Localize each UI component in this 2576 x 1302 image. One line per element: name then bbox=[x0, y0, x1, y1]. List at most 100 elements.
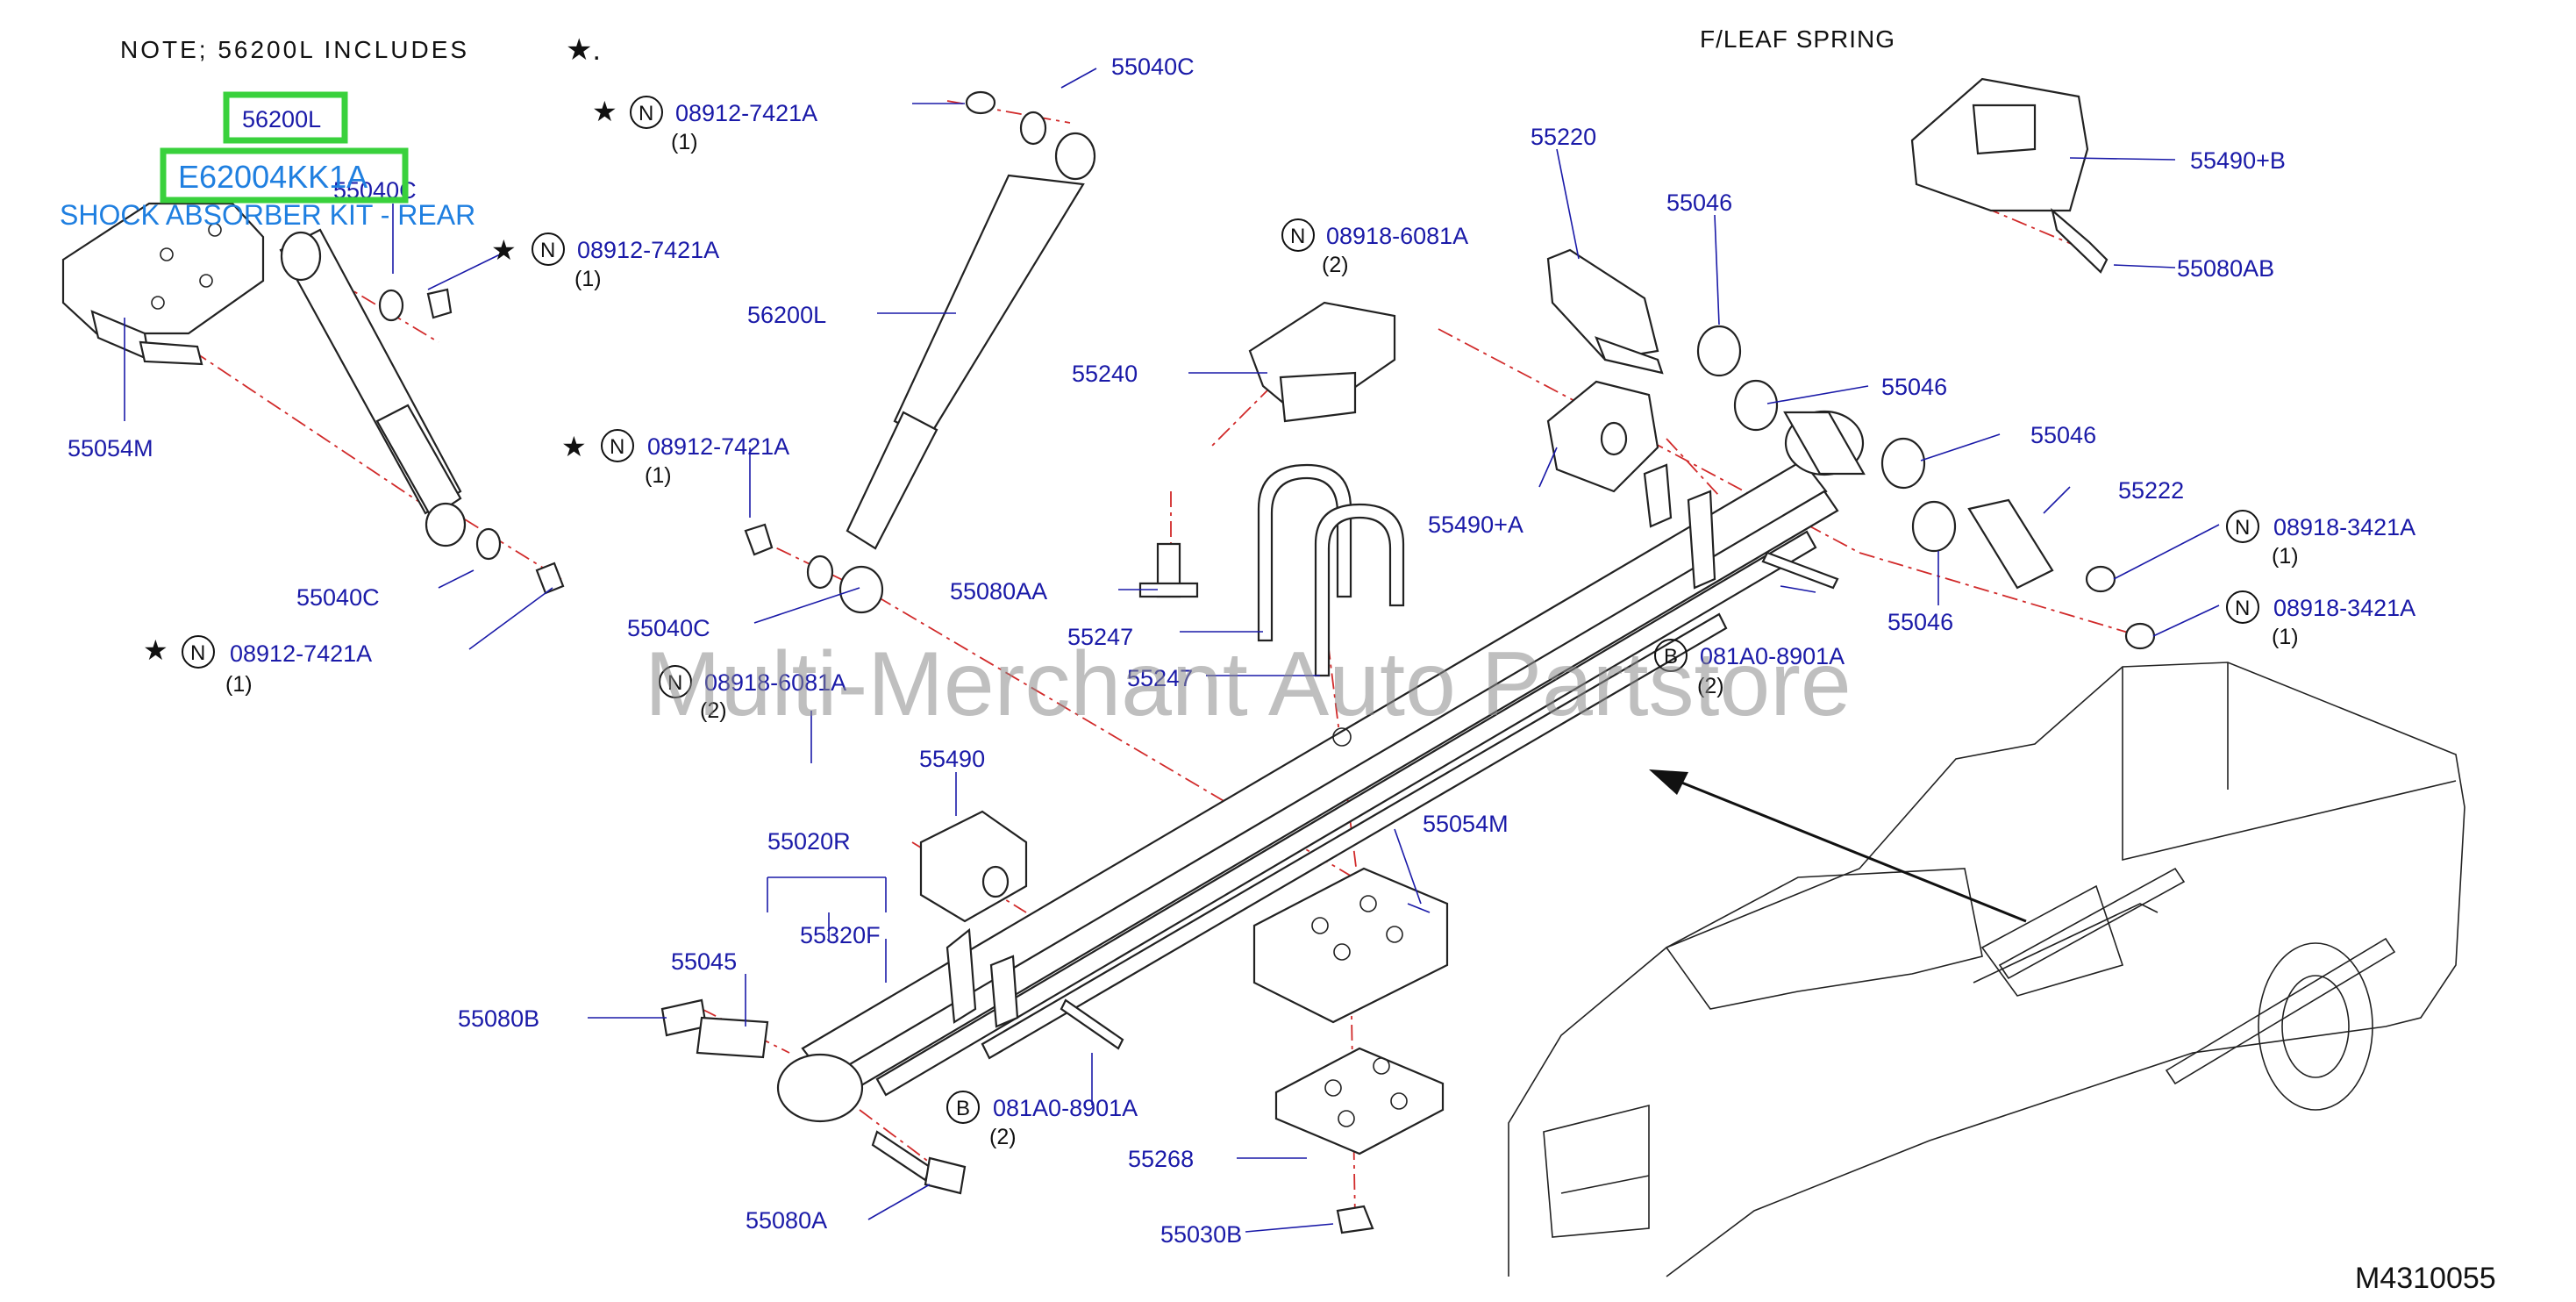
bump-stopper-55490 bbox=[919, 810, 1028, 923]
nut-symbol-icon bbox=[2226, 590, 2259, 624]
leader-lines bbox=[124, 68, 2220, 1233]
label-55222: 55222 bbox=[2118, 477, 2184, 504]
label-55054m-a: 55054M bbox=[68, 435, 153, 461]
spring-seat-55054m bbox=[1252, 867, 1449, 1024]
label-55490b: 55490+B bbox=[2190, 147, 2286, 174]
label-55247-b: 55247 bbox=[1127, 665, 1193, 691]
bracket-55240 bbox=[1248, 301, 1396, 423]
location-arrow bbox=[1649, 769, 2027, 923]
watermark-text: Multi-Merchant Auto Partstore bbox=[645, 633, 1852, 735]
bracket-55490b bbox=[1910, 77, 2109, 274]
bolt-symbol-icon bbox=[946, 1091, 980, 1124]
label-081a0-a-qty: (2) bbox=[989, 1125, 1017, 1149]
nut-symbol-letter: N bbox=[610, 435, 624, 459]
nut-symbol-icon bbox=[182, 635, 215, 669]
label-08918-c-qty: (1) bbox=[2272, 544, 2299, 569]
nut-symbol-icon bbox=[532, 232, 565, 266]
u-bolts bbox=[1257, 463, 1405, 677]
highlight-kit-name[interactable]: SHOCK ABSORBER KIT - REAR bbox=[60, 199, 475, 231]
nut-symbol-letter: N bbox=[540, 239, 555, 262]
label-56200l: 56200L bbox=[747, 302, 826, 328]
label-081a0-b-qty: (2) bbox=[1697, 674, 1724, 698]
label-55490: 55490 bbox=[919, 746, 985, 772]
label-08912-b-qty: (1) bbox=[574, 267, 602, 291]
nut-symbol-letter: N bbox=[639, 102, 653, 125]
label-08912-c-qty: (1) bbox=[671, 130, 698, 154]
leaf-spring-assembly bbox=[776, 410, 1866, 1123]
label-55080aa: 55080AA bbox=[950, 578, 1047, 604]
shock-absorber-left bbox=[279, 228, 565, 595]
note-star-icon: ★. bbox=[566, 33, 601, 67]
label-08912-d: 08912-7421A bbox=[647, 433, 789, 460]
label-55040c-c: 55040C bbox=[1111, 54, 1195, 80]
label-55046-a: 55046 bbox=[1666, 190, 1732, 216]
label-55020r: 55020R bbox=[767, 828, 851, 855]
label-08918-c: 08918-3421A bbox=[2273, 514, 2415, 540]
label-55268: 55268 bbox=[1128, 1146, 1194, 1172]
fasteners bbox=[660, 542, 1839, 1234]
label-55220: 55220 bbox=[1531, 124, 1596, 150]
label-55040c-b: 55040C bbox=[296, 584, 380, 611]
label-08918-a: 08918-6081A bbox=[704, 669, 846, 696]
label-55490a: 55490+A bbox=[1428, 512, 1523, 538]
bump-stopper-55490a bbox=[1546, 380, 1659, 493]
label-55080b: 55080B bbox=[458, 1005, 539, 1032]
label-081a0-b: 081A0-8901A bbox=[1700, 643, 1845, 669]
label-55046-b: 55046 bbox=[1881, 374, 1947, 400]
bolt-symbol-letter: B bbox=[956, 1097, 970, 1120]
star-icon: ★ bbox=[561, 431, 587, 462]
star-icon: ★ bbox=[491, 234, 517, 266]
label-08918-b: 08918-6081A bbox=[1326, 223, 1468, 249]
label-55320f: 55320F bbox=[800, 922, 881, 948]
label-08918-b-qty: (2) bbox=[1322, 253, 1349, 277]
hanger-bracket-55220 bbox=[1546, 248, 1664, 375]
figure-code: M4310055 bbox=[2355, 1262, 2496, 1295]
highlighted-part-callout[interactable]: 56200L E62004KK1A SHOCK ABSORBER KIT - R… bbox=[60, 91, 475, 231]
kit-code-highlight-box[interactable] bbox=[160, 147, 409, 204]
label-08918-d: 08918-3421A bbox=[2273, 595, 2415, 621]
star-icon: ★ bbox=[143, 634, 168, 666]
highlight-part-number[interactable]: 56200L bbox=[242, 106, 321, 132]
label-55080a: 55080A bbox=[746, 1207, 827, 1234]
label-08912-a: 08912-7421A bbox=[230, 640, 372, 667]
label-08912-a-qty: (1) bbox=[225, 672, 253, 697]
bushings-55046 bbox=[1696, 325, 1957, 553]
label-55030b: 55030B bbox=[1160, 1221, 1242, 1248]
nut-symbol-letter: N bbox=[2235, 516, 2250, 540]
shackle-55222 bbox=[1967, 498, 2156, 650]
label-55046-d: 55046 bbox=[1887, 609, 1953, 635]
plate-55268 bbox=[1274, 1047, 1445, 1155]
nut-symbol-icon bbox=[601, 429, 634, 462]
label-55247-a: 55247 bbox=[1067, 624, 1133, 650]
label-55054m-b: 55054M bbox=[1423, 811, 1509, 837]
part-number-highlight-box[interactable] bbox=[223, 91, 348, 144]
shock-absorber-center bbox=[744, 90, 1096, 614]
label-08912-d-qty: (1) bbox=[645, 463, 672, 488]
pickup-truck-illustration bbox=[1508, 662, 2465, 1277]
label-55240: 55240 bbox=[1072, 361, 1138, 387]
nut-symbol-letter: N bbox=[667, 671, 682, 695]
label-55045: 55045 bbox=[671, 948, 737, 975]
nut-symbol-icon bbox=[2226, 510, 2259, 543]
nut-symbol-letter: N bbox=[1290, 225, 1305, 248]
nut-symbol-icon bbox=[630, 96, 663, 129]
highlight-kit-code[interactable]: E62004KK1A bbox=[178, 159, 367, 195]
nut-symbol-letter: N bbox=[190, 641, 205, 665]
diagram-title: F/LEAF SPRING bbox=[1700, 25, 1895, 53]
label-08918-a-qty: (2) bbox=[700, 698, 727, 723]
label-08912-c: 08912-7421A bbox=[675, 100, 817, 126]
bolt-symbol-icon bbox=[1654, 639, 1688, 672]
nut-symbol-letter: N bbox=[2235, 597, 2250, 620]
star-icon: ★ bbox=[592, 96, 617, 127]
nut-symbol-icon bbox=[1281, 218, 1315, 252]
shock-mount-bracket bbox=[61, 202, 265, 366]
label-08912-b: 08912-7421A bbox=[577, 237, 719, 263]
bolt-symbol-letter: B bbox=[1664, 645, 1678, 669]
nut-symbol-icon bbox=[659, 665, 692, 698]
label-08918-d-qty: (1) bbox=[2272, 625, 2299, 649]
label-081a0-a: 081A0-8901A bbox=[993, 1095, 1138, 1121]
label-55040c-d: 55040C bbox=[627, 615, 710, 641]
note-text: NOTE; 56200L INCLUDES bbox=[120, 36, 469, 63]
label-55080ab: 55080AB bbox=[2177, 255, 2274, 282]
